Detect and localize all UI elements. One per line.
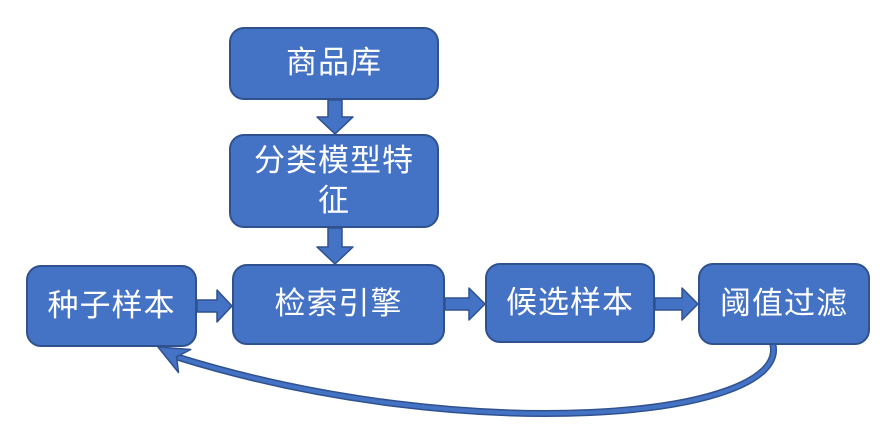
flowchart-node-threshold-filter: 阈值过滤 — [698, 263, 870, 345]
arrow-product-library-to-model-features-icon — [316, 99, 354, 135]
flowchart-node-product-library: 商品库 — [229, 27, 439, 100]
arrow-retrieval-engine-to-candidate-samples-icon — [444, 287, 486, 321]
arrow-threshold-filter-to-seed-samples-icon — [157, 341, 777, 417]
flowchart-node-model-features: 分类模型特 征 — [229, 134, 439, 228]
arrow-candidate-samples-to-threshold-filter-icon — [654, 287, 699, 321]
flowchart-node-retrieval-engine: 检索引擎 — [232, 264, 445, 345]
flowchart-node-candidate-samples: 候选样本 — [485, 263, 655, 343]
arrow-seed-samples-to-retrieval-engine-icon — [196, 289, 233, 323]
flowchart-node-seed-samples: 种子样本 — [26, 265, 197, 347]
arrow-model-features-to-retrieval-engine-icon — [316, 227, 354, 265]
